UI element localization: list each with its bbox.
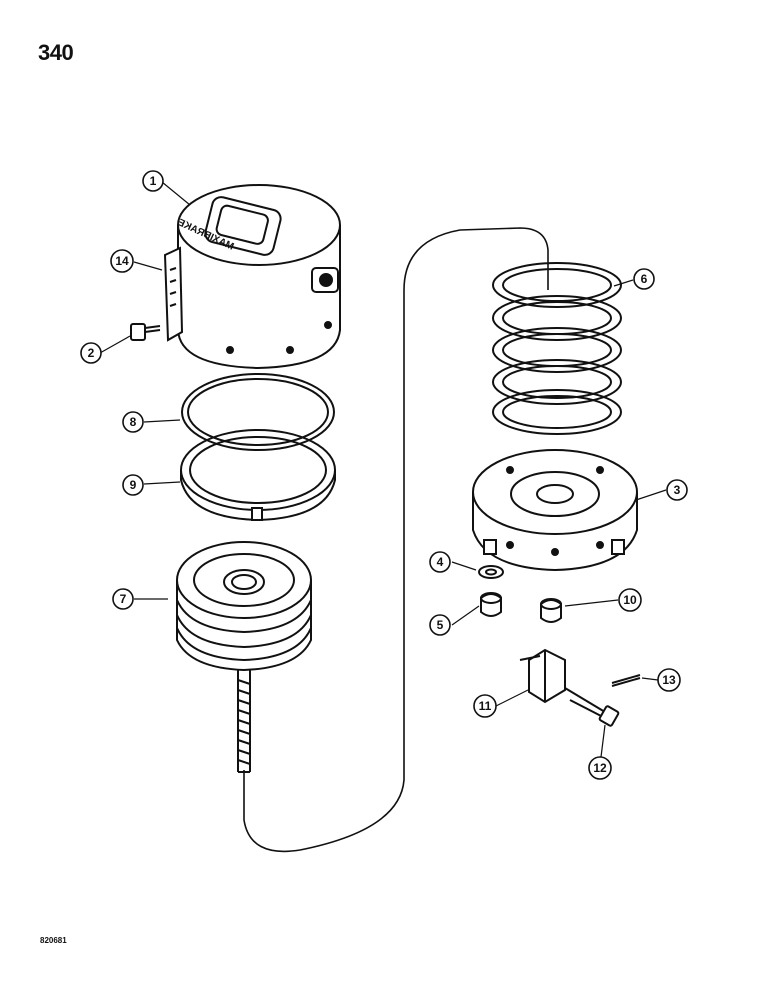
- figure-code: 820681: [40, 936, 67, 945]
- svg-text:9: 9: [130, 478, 137, 492]
- svg-text:14: 14: [115, 254, 129, 268]
- callout-1: 1: [142, 170, 164, 192]
- callout-11: 11: [473, 694, 497, 718]
- brake-cover-housing: MAXIBRAKE: [176, 184, 341, 370]
- o-ring-seal: [181, 373, 335, 451]
- svg-text:6: 6: [641, 272, 648, 286]
- maxibrake-label: MAXIBRAKE: [176, 217, 236, 253]
- identification-plate: [163, 246, 184, 342]
- svg-text:11: 11: [479, 699, 492, 713]
- hex-nut: [480, 592, 502, 617]
- mounting-bolt: [130, 323, 161, 341]
- callout-5: 5: [429, 614, 451, 636]
- brake-spring: [492, 262, 622, 435]
- svg-text:2: 2: [88, 346, 95, 360]
- callout-4: 4: [429, 551, 451, 573]
- svg-text:3: 3: [674, 483, 681, 497]
- callout-14: 14: [110, 249, 134, 273]
- svg-text:7: 7: [120, 592, 127, 606]
- svg-text:5: 5: [437, 618, 444, 632]
- callout-7: 7: [112, 588, 134, 610]
- callout-13: 13: [657, 668, 681, 692]
- cotter-pin: [611, 674, 641, 687]
- clevis-pin: [564, 687, 620, 727]
- spring-seat-housing: [472, 449, 638, 572]
- callout-9: 9: [122, 474, 144, 496]
- callout-leaders: [99, 181, 667, 758]
- piston-assembly: [176, 541, 312, 773]
- callout-10: 10: [618, 588, 642, 612]
- clevis: [519, 648, 566, 704]
- callout-3: 3: [666, 479, 688, 501]
- svg-text:12: 12: [593, 761, 607, 775]
- svg-text:13: 13: [662, 673, 676, 687]
- svg-text:1: 1: [150, 174, 157, 188]
- callout-8: 8: [122, 411, 144, 433]
- assembly-path-line: [243, 227, 549, 853]
- lock-washer: [478, 565, 504, 579]
- piston-seal-ring: [180, 429, 336, 522]
- svg-text:4: 4: [437, 555, 444, 569]
- callout-2: 2: [80, 342, 102, 364]
- page-number: 340: [38, 40, 74, 65]
- svg-text:8: 8: [130, 415, 137, 429]
- callout-6: 6: [633, 268, 655, 290]
- callout-12: 12: [588, 756, 612, 780]
- svg-text:10: 10: [623, 593, 637, 607]
- clevis-nut: [540, 598, 562, 623]
